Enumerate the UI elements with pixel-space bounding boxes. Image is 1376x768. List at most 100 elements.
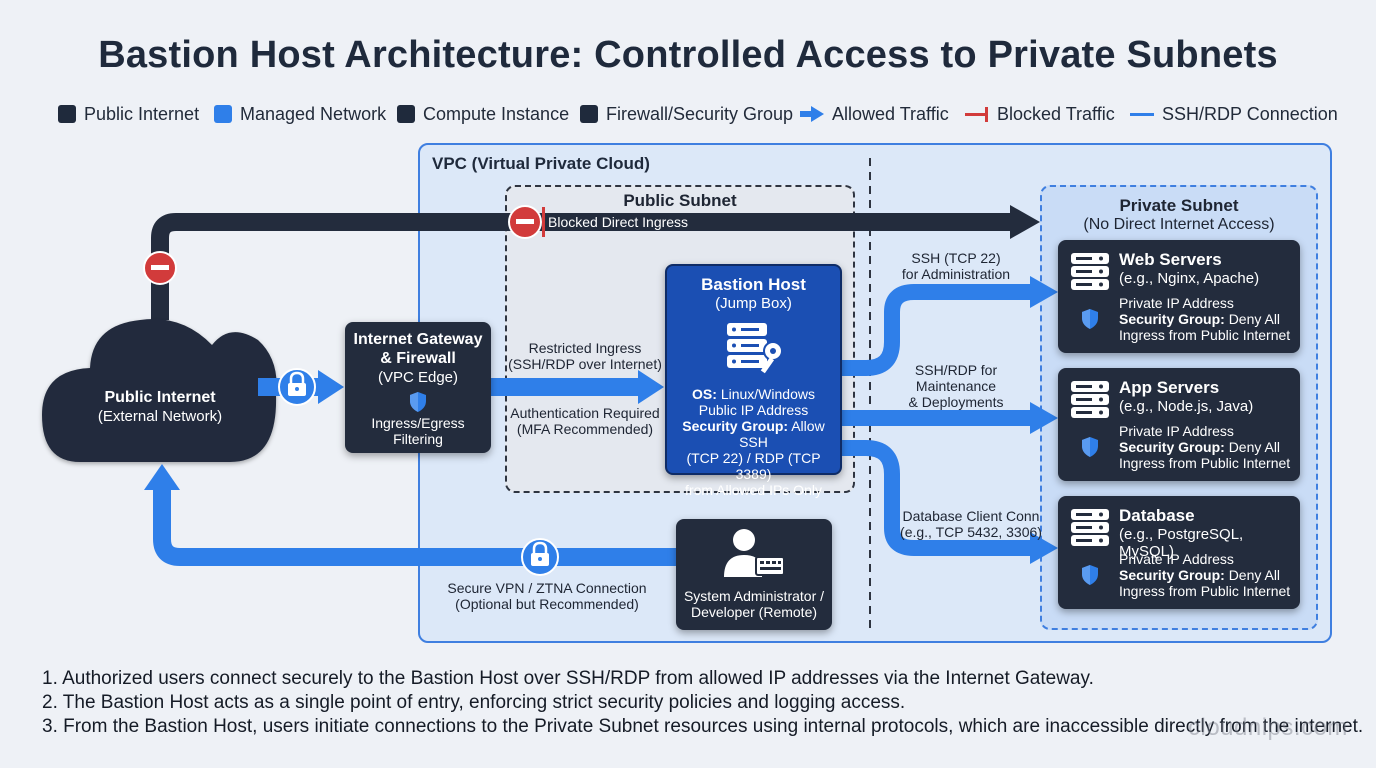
db-conn-line-1: Database Client Conn	[902, 508, 1040, 524]
igw-bastion-arrowhead	[638, 370, 664, 404]
db-conn-label: Database Client Conn (e.g., TCP 5432, 33…	[896, 508, 1046, 540]
bastion-sg-line-2: (TCP 22) / RDP (TCP 3389)	[686, 450, 821, 482]
legend-swatch	[580, 105, 598, 123]
vpn-line-2: (Optional but Recommended)	[455, 596, 639, 612]
maintenance-line-1: SSH/RDP for	[914, 362, 998, 378]
page-title: Bastion Host Architecture: Controlled Ac…	[98, 34, 1278, 76]
maintenance-label: SSH/RDP for Maintenance & Deployments	[886, 362, 1026, 410]
vpn-arrowhead	[144, 464, 180, 490]
legend-label: SSH/RDP Connection	[1162, 103, 1338, 124]
note-3: 3. From the Bastion Host, users initiate…	[42, 716, 1364, 737]
blocked-badge-icon	[508, 205, 542, 239]
bastion-title: Bastion Host	[701, 275, 806, 294]
admin-user-icon	[724, 529, 785, 577]
private-subnet-title: Private Subnet	[1119, 196, 1239, 215]
server-subtitle: (e.g., PostgreSQL, MySQL)	[1119, 526, 1244, 560]
server-icon	[1071, 509, 1109, 546]
shield-icon	[1082, 437, 1098, 457]
bastion-sg-label: Security Group:	[682, 418, 789, 434]
blocked-line-icon	[965, 107, 988, 122]
public-subnet-label: Public Subnet	[623, 191, 737, 210]
server-details: Private IP Address Security Group: Deny …	[1119, 295, 1290, 343]
bastion-os-value: Linux/Windows	[720, 386, 815, 402]
server-sg-label: Security Group:	[1119, 311, 1225, 327]
igw-bastion-link	[491, 378, 641, 396]
ssh-admin-line-2: for Administration	[901, 266, 1011, 282]
admin-line-1: System Administrator /	[683, 588, 825, 604]
bastion-db-arrowhead	[1030, 532, 1058, 564]
vpc-label: VPC (Virtual Private Cloud)	[432, 154, 650, 173]
internet-igw-arrowhead	[318, 370, 344, 404]
lock-icon	[521, 538, 559, 576]
notes-list: 1. Authorized users connect securely to …	[42, 667, 1363, 739]
server-sg-label: Security Group:	[1119, 439, 1225, 455]
server-icon	[1071, 253, 1109, 290]
legend-public-internet: Public Internet	[58, 102, 199, 126]
legend-allowed-traffic: Allowed Traffic	[800, 102, 949, 126]
web-servers-box: Web Servers (e.g., Nginx, Apache) Privat…	[1058, 240, 1300, 353]
internet-subtitle: (External Network)	[97, 408, 223, 425]
legend-firewall: Firewall/Security Group	[580, 102, 793, 126]
private-subnet-subtitle: (No Direct Internet Access)	[1083, 216, 1275, 233]
admin-line-2: Developer (Remote)	[690, 604, 818, 620]
server-sg-line-2: Ingress from Public Internet	[1119, 455, 1291, 471]
server-sg: Security Group: Deny All	[1119, 439, 1290, 455]
legend-managed-network: Managed Network	[214, 102, 386, 126]
db-conn-line-2: (e.g., TCP 5432, 3306)	[900, 524, 1042, 540]
internet-title: Public Internet	[104, 389, 216, 406]
bastion-host-box: Bastion Host (Jump Box) OS: Linux/Window…	[665, 264, 842, 498]
server-title: Database	[1119, 506, 1195, 525]
admin-box: System Administrator / Developer (Remote…	[676, 519, 832, 630]
bastion-app-link	[842, 410, 1032, 426]
bastion-sg-line-3: from Allowed IPs Only	[685, 482, 822, 498]
shield-icon	[410, 392, 426, 412]
legend-label: Blocked Traffic	[997, 103, 1115, 124]
igw-title-1: Internet Gateway	[353, 331, 483, 348]
lock-icon	[278, 368, 316, 406]
server-sg-value: Deny All	[1228, 567, 1281, 583]
igw-desc-2: Filtering	[393, 431, 443, 447]
blocked-ingress-arrowhead	[1010, 205, 1040, 239]
auth-line-2: (MFA Recommended)	[516, 421, 654, 437]
igw-title-2: & Firewall	[380, 350, 456, 367]
server-ip: Private IP Address	[1119, 423, 1234, 439]
admin-label: System Administrator / Developer (Remote…	[676, 588, 832, 620]
auth-label: Authentication Required (MFA Recommended…	[504, 405, 666, 437]
blocked-badge-icon	[143, 251, 177, 285]
arrow-icon	[800, 106, 824, 122]
ssh-admin-label: SSH (TCP 22) for Administration	[886, 250, 1026, 282]
igw-subtitle: (VPC Edge)	[377, 369, 459, 386]
server-subtitle: (e.g., Node.js, Java)	[1119, 398, 1254, 415]
server-sg-label: Security Group:	[1119, 567, 1225, 583]
legend-swatch	[214, 105, 232, 123]
igw-desc-1: Ingress/Egress	[371, 415, 465, 431]
note-2: 2. The Bastion Host acts as a single poi…	[42, 692, 906, 713]
server-icon	[1071, 381, 1109, 418]
shield-icon	[1082, 565, 1098, 585]
server-sg-value: Deny All	[1228, 311, 1281, 327]
server-title: App Servers	[1119, 378, 1220, 397]
cloud-icon	[42, 319, 277, 462]
bastion-web-path	[842, 284, 1030, 376]
server-sg: Security Group: Deny All	[1119, 311, 1290, 327]
blocked-barrier	[542, 207, 545, 237]
bastion-details: OS: Linux/Windows Public IP Address Secu…	[667, 386, 840, 498]
bastion-web-arrowhead	[1030, 276, 1058, 308]
legend-swatch	[58, 105, 76, 123]
bastion-subtitle: (Jump Box)	[715, 295, 792, 312]
bastion-ip: Public IP Address	[698, 402, 809, 418]
legend-label: Public Internet	[84, 103, 200, 124]
restricted-ingress-line-1: Restricted Ingress	[528, 340, 642, 356]
server-sg: Security Group: Deny All	[1119, 567, 1290, 583]
legend-label: Allowed Traffic	[832, 103, 949, 124]
vpn-path	[153, 488, 676, 566]
note-1: 1. Authorized users connect securely to …	[42, 668, 1094, 689]
maintenance-line-2: Maintenance	[915, 378, 997, 394]
app-servers-box: App Servers (e.g., Node.js, Java) Privat…	[1058, 368, 1300, 481]
server-ip: Private IP Address	[1119, 551, 1234, 567]
server-details: Private IP Address Security Group: Deny …	[1119, 551, 1290, 599]
bastion-db-path	[842, 440, 1030, 556]
legend-label: Managed Network	[240, 103, 387, 124]
blocked-ingress-label: Blocked Direct Ingress	[548, 214, 689, 230]
